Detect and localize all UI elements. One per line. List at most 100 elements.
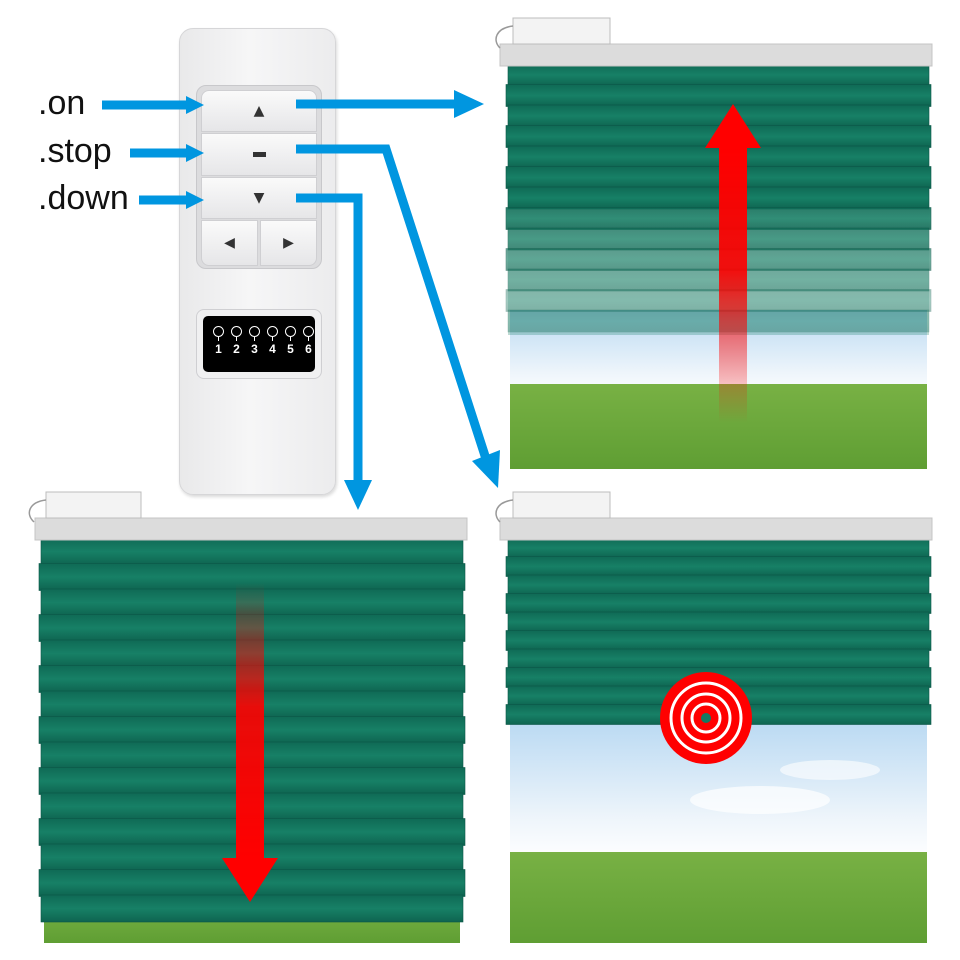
blind-slat (508, 105, 929, 127)
blind-slat (508, 146, 929, 168)
left-button[interactable]: ◀ (201, 220, 258, 266)
stop-dash-icon (253, 152, 266, 157)
arrowhead-stop (472, 450, 500, 488)
headrail (500, 518, 932, 540)
blind-slat (508, 686, 929, 706)
panel-blind-rising (496, 18, 932, 469)
grass-window (510, 852, 927, 943)
blind-slat (39, 819, 465, 846)
blind-slat (41, 793, 463, 820)
down-button[interactable]: ▼ (201, 177, 317, 219)
arrowhead-down (344, 480, 372, 510)
grass-window (44, 905, 460, 943)
blind-slat (39, 666, 465, 693)
blind-slat (506, 249, 931, 271)
channel-number: 4 (269, 342, 276, 356)
blind-slat (506, 631, 931, 651)
blind-slat (41, 589, 463, 616)
channel-led-icon (267, 326, 278, 337)
blind-slat (506, 85, 931, 107)
motor-cable (496, 500, 513, 522)
channel-number: 2 (233, 342, 240, 356)
down-arrow-icon: ▼ (254, 190, 265, 206)
slat-stack-rising (506, 64, 931, 332)
slat-stack-lowering (39, 538, 465, 922)
blind-slat (508, 575, 929, 595)
panel-blind-stopped (496, 492, 932, 943)
headrail (500, 44, 932, 66)
channel-number: 5 (287, 342, 294, 356)
right-arrow-icon: ▶ (283, 235, 294, 251)
channel-6: 6 (301, 326, 316, 356)
channel-led-icon (285, 326, 296, 337)
channel-number: 3 (251, 342, 258, 356)
blind-slat (41, 844, 463, 871)
stop-button[interactable] (201, 133, 317, 176)
up-arrow-icon: ▲ (254, 103, 265, 119)
blind-slat (506, 126, 931, 148)
blind-slat (508, 269, 929, 291)
remote-control: ▲ ▼ ◀ ▶ 1 2 3 4 5 (179, 28, 336, 495)
motor-cable (496, 26, 513, 48)
blind-slat (508, 228, 929, 250)
blind-slat (508, 310, 929, 332)
blind-slat (39, 717, 465, 744)
motor-cable (29, 500, 46, 522)
sky-window (510, 310, 927, 400)
channel-led-icon (231, 326, 242, 337)
channel-list: 1 2 3 4 5 6 (211, 326, 316, 356)
channel-1: 1 (211, 326, 226, 356)
blind-slat (506, 167, 931, 189)
red-arrow-shaft (719, 148, 747, 423)
channel-display-screen: 1 2 3 4 5 6 (203, 316, 315, 372)
headrail (35, 518, 467, 540)
blind-slat (506, 705, 931, 725)
stop-target-marker (660, 672, 752, 764)
red-arrow-head (705, 104, 761, 148)
lowering-red-arrow (222, 583, 278, 902)
channel-number: 6 (305, 342, 312, 356)
blind-slat (506, 290, 931, 312)
channel-display: 1 2 3 4 5 6 (196, 309, 322, 379)
motor-box (513, 492, 610, 518)
blind-slat (39, 564, 465, 591)
blind-slat (508, 649, 929, 669)
blind-slat (508, 538, 929, 558)
blind-slat (41, 895, 463, 922)
motor-box (46, 492, 141, 518)
up-button[interactable]: ▲ (201, 90, 317, 132)
blind-slat (39, 870, 465, 897)
arrowhead-on (454, 90, 484, 118)
grass-window (510, 384, 927, 469)
label-stop: .stop (38, 134, 112, 168)
blind-slat (508, 64, 929, 86)
channel-2: 2 (229, 326, 244, 356)
blind-slat (508, 612, 929, 632)
channel-5: 5 (283, 326, 298, 356)
label-down: .down (38, 181, 129, 215)
channel-4: 4 (265, 326, 280, 356)
panel-blind-lowering (29, 492, 467, 943)
channel-led-icon (213, 326, 224, 337)
right-button[interactable]: ▶ (260, 220, 317, 266)
blind-slat (508, 187, 929, 209)
blind-slat (41, 742, 463, 769)
blind-slat (506, 557, 931, 577)
remote-button-group: ▲ ▼ ◀ ▶ (196, 85, 322, 269)
blind-slat (506, 208, 931, 230)
blind-slat (39, 768, 465, 795)
red-arrow-head (222, 858, 278, 902)
rising-red-arrow (705, 104, 761, 423)
blind-slat (41, 691, 463, 718)
sky-window (510, 720, 927, 860)
blind-slat (41, 538, 463, 565)
left-arrow-icon: ◀ (224, 235, 235, 251)
channel-number: 1 (215, 342, 222, 356)
blind-slat (506, 668, 931, 688)
label-on: .on (38, 86, 85, 120)
blind-slat (41, 640, 463, 667)
motor-box (513, 18, 610, 44)
slat-stack-stopped (506, 538, 931, 725)
